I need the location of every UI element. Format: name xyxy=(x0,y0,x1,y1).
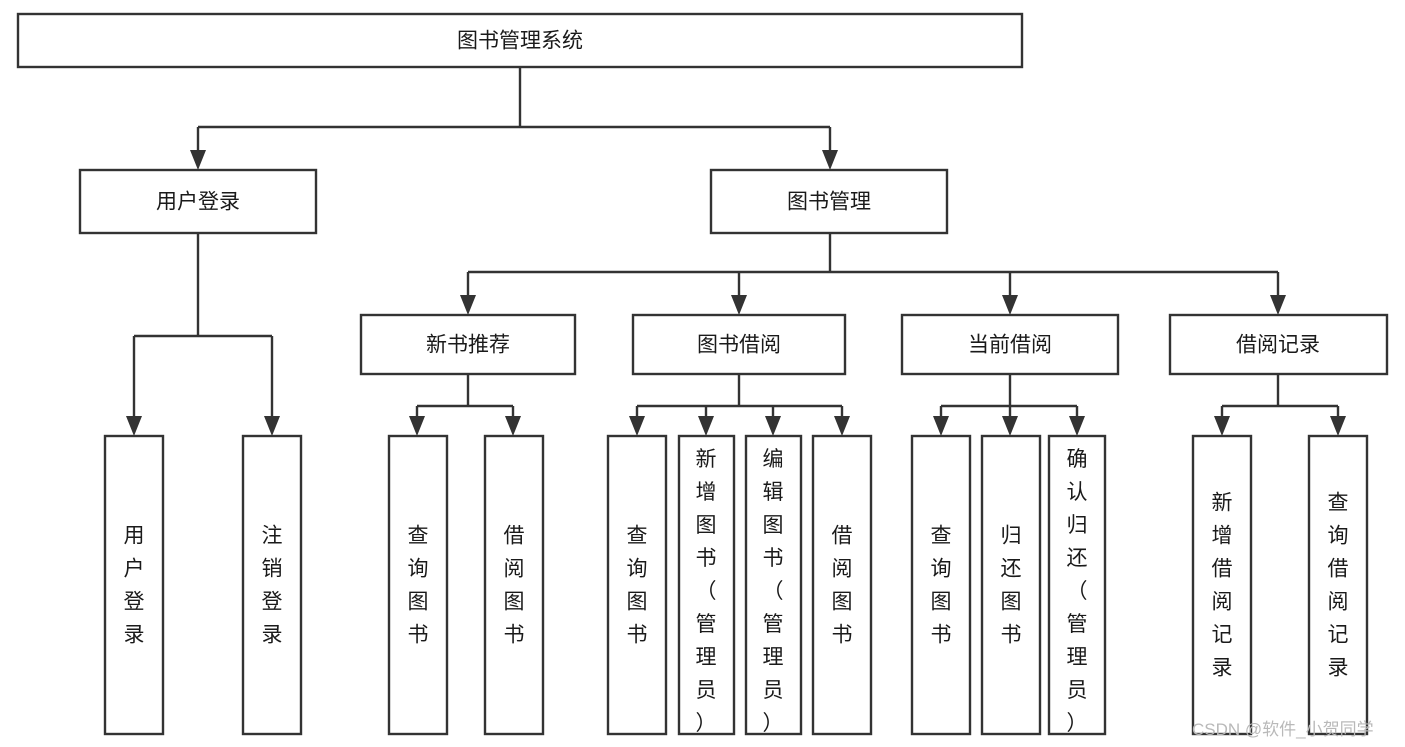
leaf-query-record-box[interactable] xyxy=(1307,434,1369,736)
arrow-leaf-logout-login xyxy=(264,416,280,436)
leaf-borrow-book-1[interactable]: 借阅图书 xyxy=(483,434,545,736)
leaf-query-book-2[interactable]: 查询图书 xyxy=(606,434,668,736)
arrow-leaf-query-book-1 xyxy=(409,416,425,436)
watermark-text: CSDN @软件_小贺同学 xyxy=(1192,720,1374,739)
leaf-user-login-box[interactable] xyxy=(103,434,165,736)
arrow-leaf-confirm-return xyxy=(1069,416,1085,436)
leaf-logout-login-box[interactable] xyxy=(241,434,303,736)
leaf-query-book-3[interactable]: 查询图书 xyxy=(910,434,972,736)
node-book-management-label: 图书管理 xyxy=(787,191,871,214)
leaf-query-book-3-label: 查询图书 xyxy=(931,525,952,647)
leaf-borrow-book-2[interactable]: 借阅图书 xyxy=(811,434,873,736)
node-user-login-label: 用户登录 xyxy=(156,191,240,214)
leaf-query-record-label: 查询借阅记录 xyxy=(1328,492,1349,680)
leaf-query-book-1-box[interactable] xyxy=(387,434,449,736)
leaf-add-record-box[interactable] xyxy=(1191,434,1253,736)
arrow-leaf-query-book-2 xyxy=(629,416,645,436)
node-book-management-box[interactable] xyxy=(709,168,949,235)
leaf-add-record[interactable]: 新增借阅记录 xyxy=(1191,434,1253,736)
leaf-add-book-label: 新增图书（管理员） xyxy=(696,448,717,735)
leaf-user-login-label: 用户登录 xyxy=(124,525,145,647)
node-user-login-box[interactable] xyxy=(78,168,318,235)
node-borrow-record-box[interactable] xyxy=(1168,313,1389,376)
node-root[interactable]: 图书管理系统 xyxy=(16,12,1024,69)
leaf-edit-book[interactable]: 编辑图书（管理员） xyxy=(744,434,803,736)
leaf-borrow-book-1-box[interactable] xyxy=(483,434,545,736)
arrow-leaf-query-book-3 xyxy=(933,416,949,436)
leaf-borrow-book-1-label: 借阅图书 xyxy=(504,525,525,647)
leaf-query-book-2-label: 查询图书 xyxy=(627,525,648,647)
leaf-return-book[interactable]: 归还图书 xyxy=(980,434,1042,736)
arrow-to-user-login xyxy=(190,150,206,170)
node-new-book-recommend-label: 新书推荐 xyxy=(426,334,510,357)
node-current-borrow-label: 当前借阅 xyxy=(968,334,1052,357)
node-book-borrow-label: 图书借阅 xyxy=(697,334,781,357)
leaf-add-record-label: 新增借阅记录 xyxy=(1212,492,1233,680)
arrow-leaf-query-record xyxy=(1330,416,1346,436)
node-current-borrow[interactable]: 当前借阅 xyxy=(900,313,1120,376)
leaf-query-book-3-box[interactable] xyxy=(910,434,972,736)
leaf-query-record[interactable]: 查询借阅记录 xyxy=(1307,434,1369,736)
leaf-add-book-box[interactable] xyxy=(677,434,736,736)
arrow-to-current-borrow xyxy=(1002,295,1018,315)
node-new-book-recommend[interactable]: 新书推荐 xyxy=(359,313,577,376)
arrow-leaf-return-book xyxy=(1002,416,1018,436)
leaf-logout-login-label: 注销登录 xyxy=(262,525,283,647)
leaf-logout-login[interactable]: 注销登录 xyxy=(241,434,303,736)
leaf-confirm-return[interactable]: 确认归还（管理员） xyxy=(1047,434,1107,736)
arrow-to-book-borrow xyxy=(731,295,747,315)
arrow-leaf-add-book xyxy=(698,416,714,436)
connector-layer xyxy=(126,67,1346,436)
node-borrow-record[interactable]: 借阅记录 xyxy=(1168,313,1389,376)
node-borrow-record-label: 借阅记录 xyxy=(1236,334,1320,357)
node-book-management[interactable]: 图书管理 xyxy=(709,168,949,235)
leaf-return-book-box[interactable] xyxy=(980,434,1042,736)
leaf-query-book-1[interactable]: 查询图书 xyxy=(387,434,449,736)
node-book-borrow[interactable]: 图书借阅 xyxy=(631,313,847,376)
arrow-leaf-edit-book xyxy=(765,416,781,436)
node-user-login[interactable]: 用户登录 xyxy=(78,168,318,235)
node-root-label: 图书管理系统 xyxy=(457,30,583,53)
leaf-confirm-return-label: 确认归还（管理员） xyxy=(1067,448,1088,735)
node-current-borrow-box[interactable] xyxy=(900,313,1120,376)
leaf-add-book[interactable]: 新增图书（管理员） xyxy=(677,434,736,736)
node-book-borrow-box[interactable] xyxy=(631,313,847,376)
arrow-to-new-book-recommend xyxy=(460,295,476,315)
arrow-to-borrow-record xyxy=(1270,295,1286,315)
node-root-box[interactable] xyxy=(16,12,1024,69)
leaf-query-book-2-box[interactable] xyxy=(606,434,668,736)
arrow-to-book-management xyxy=(822,150,838,170)
arrow-leaf-user-login xyxy=(126,416,142,436)
arrow-leaf-borrow-book-1 xyxy=(505,416,521,436)
leaf-borrow-book-2-label: 借阅图书 xyxy=(832,525,853,647)
arrow-leaf-borrow-book-2 xyxy=(834,416,850,436)
leaf-confirm-return-box[interactable] xyxy=(1047,434,1107,736)
leaf-return-book-label: 归还图书 xyxy=(1001,525,1022,647)
leaf-query-book-1-label: 查询图书 xyxy=(408,525,429,647)
arrow-leaf-add-record xyxy=(1214,416,1230,436)
node-new-book-recommend-box[interactable] xyxy=(359,313,577,376)
leaf-borrow-book-2-box[interactable] xyxy=(811,434,873,736)
leaf-edit-book-box[interactable] xyxy=(744,434,803,736)
leaf-user-login[interactable]: 用户登录 xyxy=(103,434,165,736)
leaf-edit-book-label: 编辑图书（管理员） xyxy=(763,448,784,735)
